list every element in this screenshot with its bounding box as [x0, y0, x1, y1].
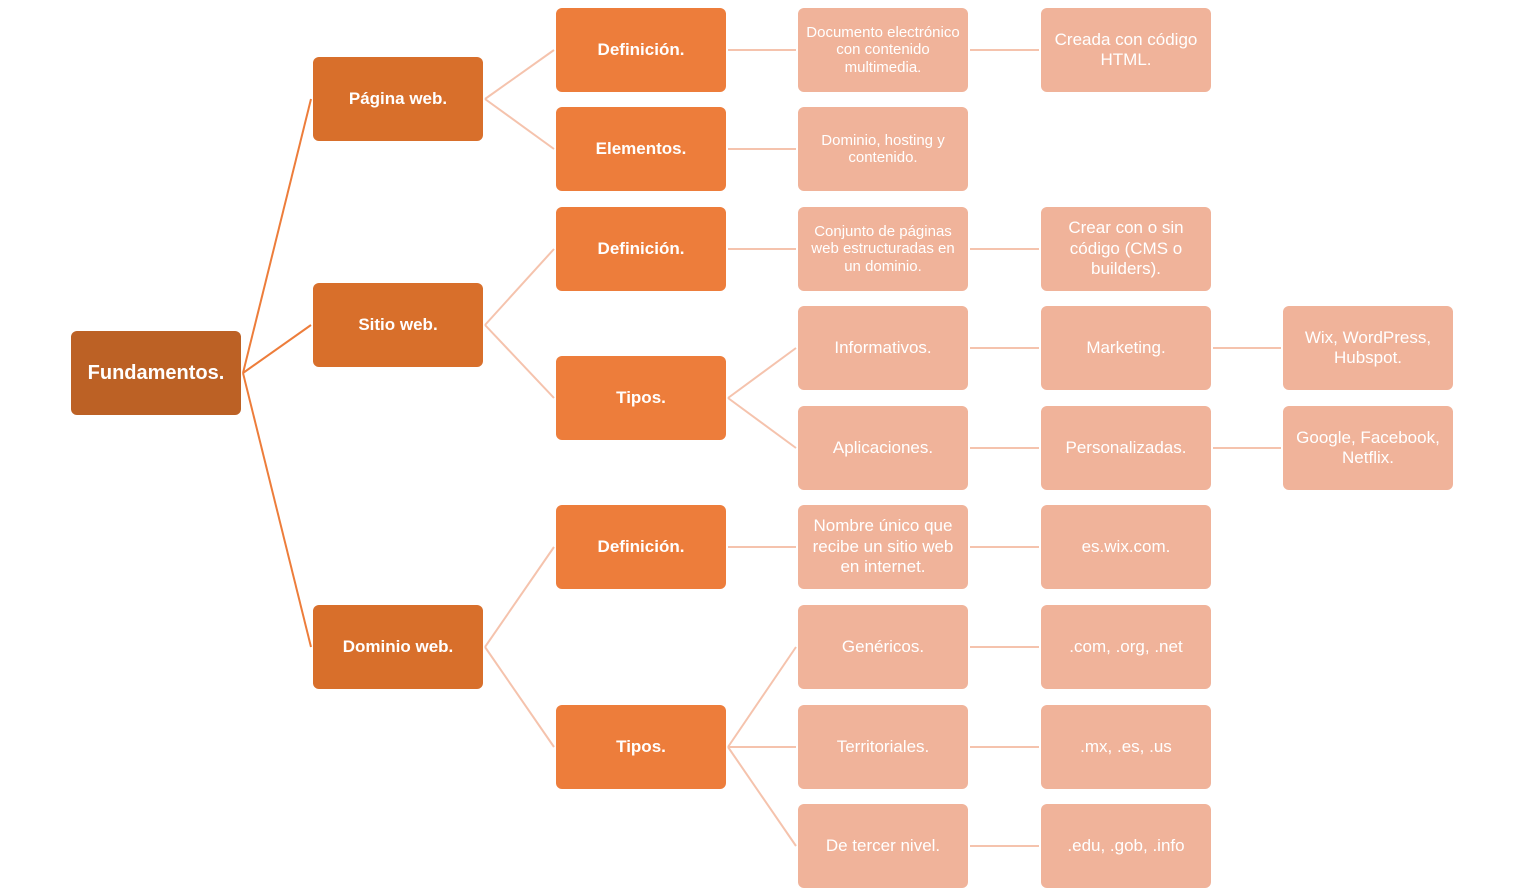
connector-n-0-n-1	[242, 98, 312, 374]
connector-n-7-n-14	[727, 397, 797, 449]
node-pagina-elementos-text: Dominio, hosting y contenido.	[798, 107, 968, 191]
node-google-facebook-netflix: Google, Facebook, Netflix.	[1283, 406, 1453, 490]
connector-n-3-n-8	[484, 546, 555, 648]
node-dominio-web: Dominio web.	[313, 605, 483, 689]
node-com-org-net: .com, .org, .net	[1041, 605, 1211, 689]
node-crear-cms: Crear con o sin código (CMS o builders).	[1041, 207, 1211, 291]
node-tercer-nivel: De tercer nivel.	[798, 804, 968, 888]
connector-n-1-n-5	[484, 98, 555, 150]
connector-n-2-n-6	[484, 248, 555, 326]
node-edu-gob-info: .edu, .gob, .info	[1041, 804, 1211, 888]
node-territoriales: Territoriales.	[798, 705, 968, 789]
connector-n-7-n-13	[727, 347, 797, 399]
node-sitio-definicion: Definición.	[556, 207, 726, 291]
node-genericos: Genéricos.	[798, 605, 968, 689]
connector-n-0-n-2	[242, 324, 312, 374]
connector-n-0-n-3	[242, 372, 312, 648]
node-personalizadas: Personalizadas.	[1041, 406, 1211, 490]
node-pagina-definicion: Definición.	[556, 8, 726, 92]
node-dominio-definicion-text: Nombre único que recibe un sitio web en …	[798, 505, 968, 589]
node-pagina-web: Página web.	[313, 57, 483, 141]
connector-n-2-n-7	[484, 324, 555, 399]
connector-n-9-n-16	[727, 646, 797, 748]
node-pagina-definicion-text: Documento electrónico con contenido mult…	[798, 8, 968, 92]
node-creada-html: Creada con código HTML.	[1041, 8, 1211, 92]
node-wix-wordpress-hubspot: Wix, WordPress, Hubspot.	[1283, 306, 1453, 390]
node-fundamentos: Fundamentos.	[71, 331, 241, 415]
node-es-wix-com: es.wix.com.	[1041, 505, 1211, 589]
connector-n-3-n-9	[484, 646, 555, 748]
node-marketing: Marketing.	[1041, 306, 1211, 390]
node-dominio-definicion: Definición.	[556, 505, 726, 589]
node-informativos: Informativos.	[798, 306, 968, 390]
node-sitio-web: Sitio web.	[313, 283, 483, 367]
node-sitio-definicion-text: Conjunto de páginas web estructuradas en…	[798, 207, 968, 291]
node-aplicaciones: Aplicaciones.	[798, 406, 968, 490]
node-sitio-tipos: Tipos.	[556, 356, 726, 440]
connector-n-1-n-4	[484, 49, 555, 100]
node-pagina-elementos: Elementos.	[556, 107, 726, 191]
node-mx-es-us: .mx, .es, .us	[1041, 705, 1211, 789]
node-dominio-tipos: Tipos.	[556, 705, 726, 789]
connector-n-9-n-18	[727, 746, 797, 847]
